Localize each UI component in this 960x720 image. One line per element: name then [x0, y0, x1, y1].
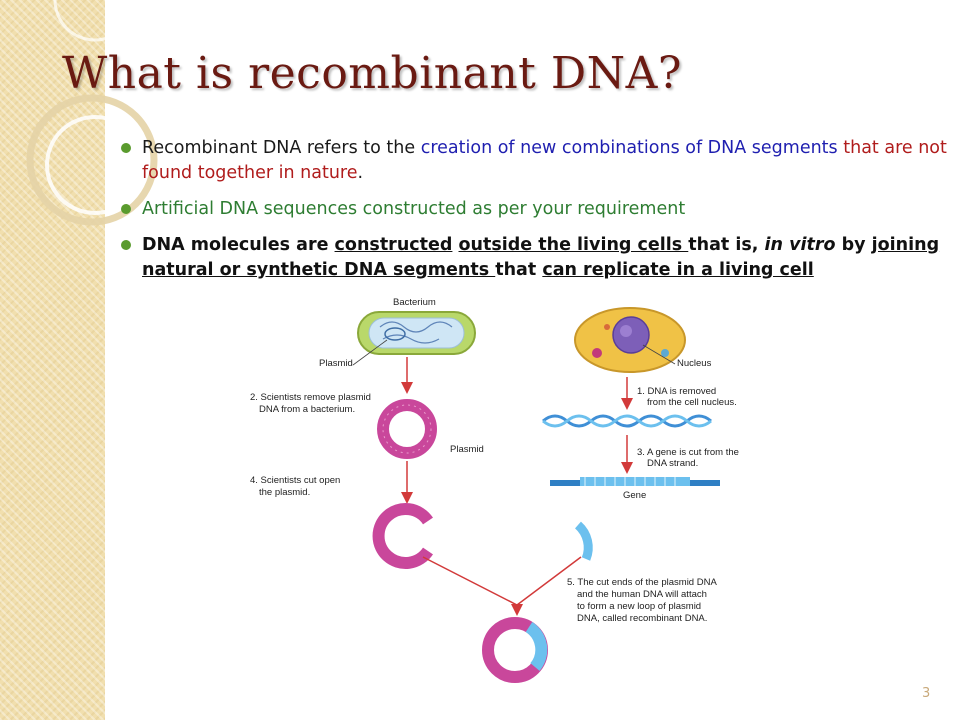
- bullet-text-underlined: constructed: [334, 235, 453, 255]
- plasmid-ring-segments: [382, 404, 432, 454]
- bullet-item-artificial: Artificial DNA sequences constructed as …: [118, 197, 948, 222]
- nucleus-pointer: [642, 344, 676, 365]
- bullet-text: by: [835, 235, 872, 255]
- step-4-label: the plasmid.: [259, 487, 310, 498]
- step-1-label: 1. DNA is removed: [637, 386, 716, 397]
- page-number: 3: [922, 686, 931, 701]
- step-3-label: DNA strand.: [647, 458, 698, 469]
- recombinant-dna-diagram: Bacterium Plasmid 2. Scientists remove p…: [250, 297, 739, 683]
- decorative-rings: [26, 0, 158, 226]
- step-2-label: DNA from a bacterium.: [259, 404, 355, 415]
- cut-gene-fragment: [574, 521, 593, 561]
- bullet-text: .: [357, 163, 364, 183]
- plasmid-ring-label: Plasmid: [450, 444, 484, 455]
- bacterium-illustration: [357, 311, 476, 355]
- decorative-left-band: [0, 0, 105, 720]
- recombinant-gene-segment: [525, 621, 548, 671]
- bullet-item-definition: Recombinant DNA refers to the creation o…: [118, 136, 948, 186]
- bacterium-label: Bacterium: [393, 297, 436, 308]
- bullet-text-underlined: joining natural or synthetic DNA segment…: [142, 235, 940, 280]
- step-4-label: 4. Scientists cut open: [250, 475, 340, 486]
- bullet-text-underlined: outside the living cells: [458, 235, 689, 255]
- gene-strand: [550, 477, 720, 486]
- step-5-label: to form a new loop of plasmid: [577, 601, 701, 612]
- gene-label: Gene: [623, 490, 646, 501]
- slide-title: What is recombinant DNA?: [62, 48, 682, 99]
- bullet-text-highlight: that are not found together in nature: [142, 138, 947, 183]
- step-3-label: 3. A gene is cut from the: [637, 447, 739, 458]
- bullet-item-in-vitro: DNA molecules are constructed outside th…: [118, 233, 948, 283]
- nucleus-label: Nucleus: [677, 358, 712, 369]
- step-1-label: from the cell nucleus.: [647, 397, 737, 408]
- step-5-label: 5. The cut ends of the plasmid DNA: [567, 577, 717, 588]
- cut-plasmid: [372, 503, 433, 569]
- bullet-list: Recombinant DNA refers to the creation o…: [118, 136, 948, 294]
- plasmid-label: Plasmid: [319, 358, 353, 369]
- bullet-dot-icon: [121, 240, 131, 250]
- step-2-label: 2. Scientists remove plasmid: [250, 392, 371, 403]
- bullet-text: Artificial DNA sequences constructed as …: [142, 199, 686, 219]
- bullet-text: that: [495, 260, 543, 280]
- bullet-dot-icon: [121, 204, 131, 214]
- bullet-dot-icon: [121, 143, 131, 153]
- bullet-text-italic: in vitro: [764, 235, 836, 255]
- step-5-label: and the human DNA will attach: [577, 589, 707, 600]
- bullet-text-highlight: creation of new combinations of DNA segm…: [420, 138, 838, 158]
- bullet-text: Recombinant DNA refers to the: [142, 138, 421, 158]
- step-5-label: DNA, called recombinant DNA.: [577, 613, 707, 624]
- plasmid-pointer: [352, 339, 388, 366]
- bullet-text: that is,: [688, 235, 765, 255]
- human-cell-illustration: [574, 307, 686, 373]
- converging-lines: [422, 556, 582, 606]
- dna-helix: [542, 414, 712, 428]
- bullet-text-underlined: can replicate in a living cell: [542, 260, 814, 280]
- bullet-text: DNA molecules are: [142, 235, 335, 255]
